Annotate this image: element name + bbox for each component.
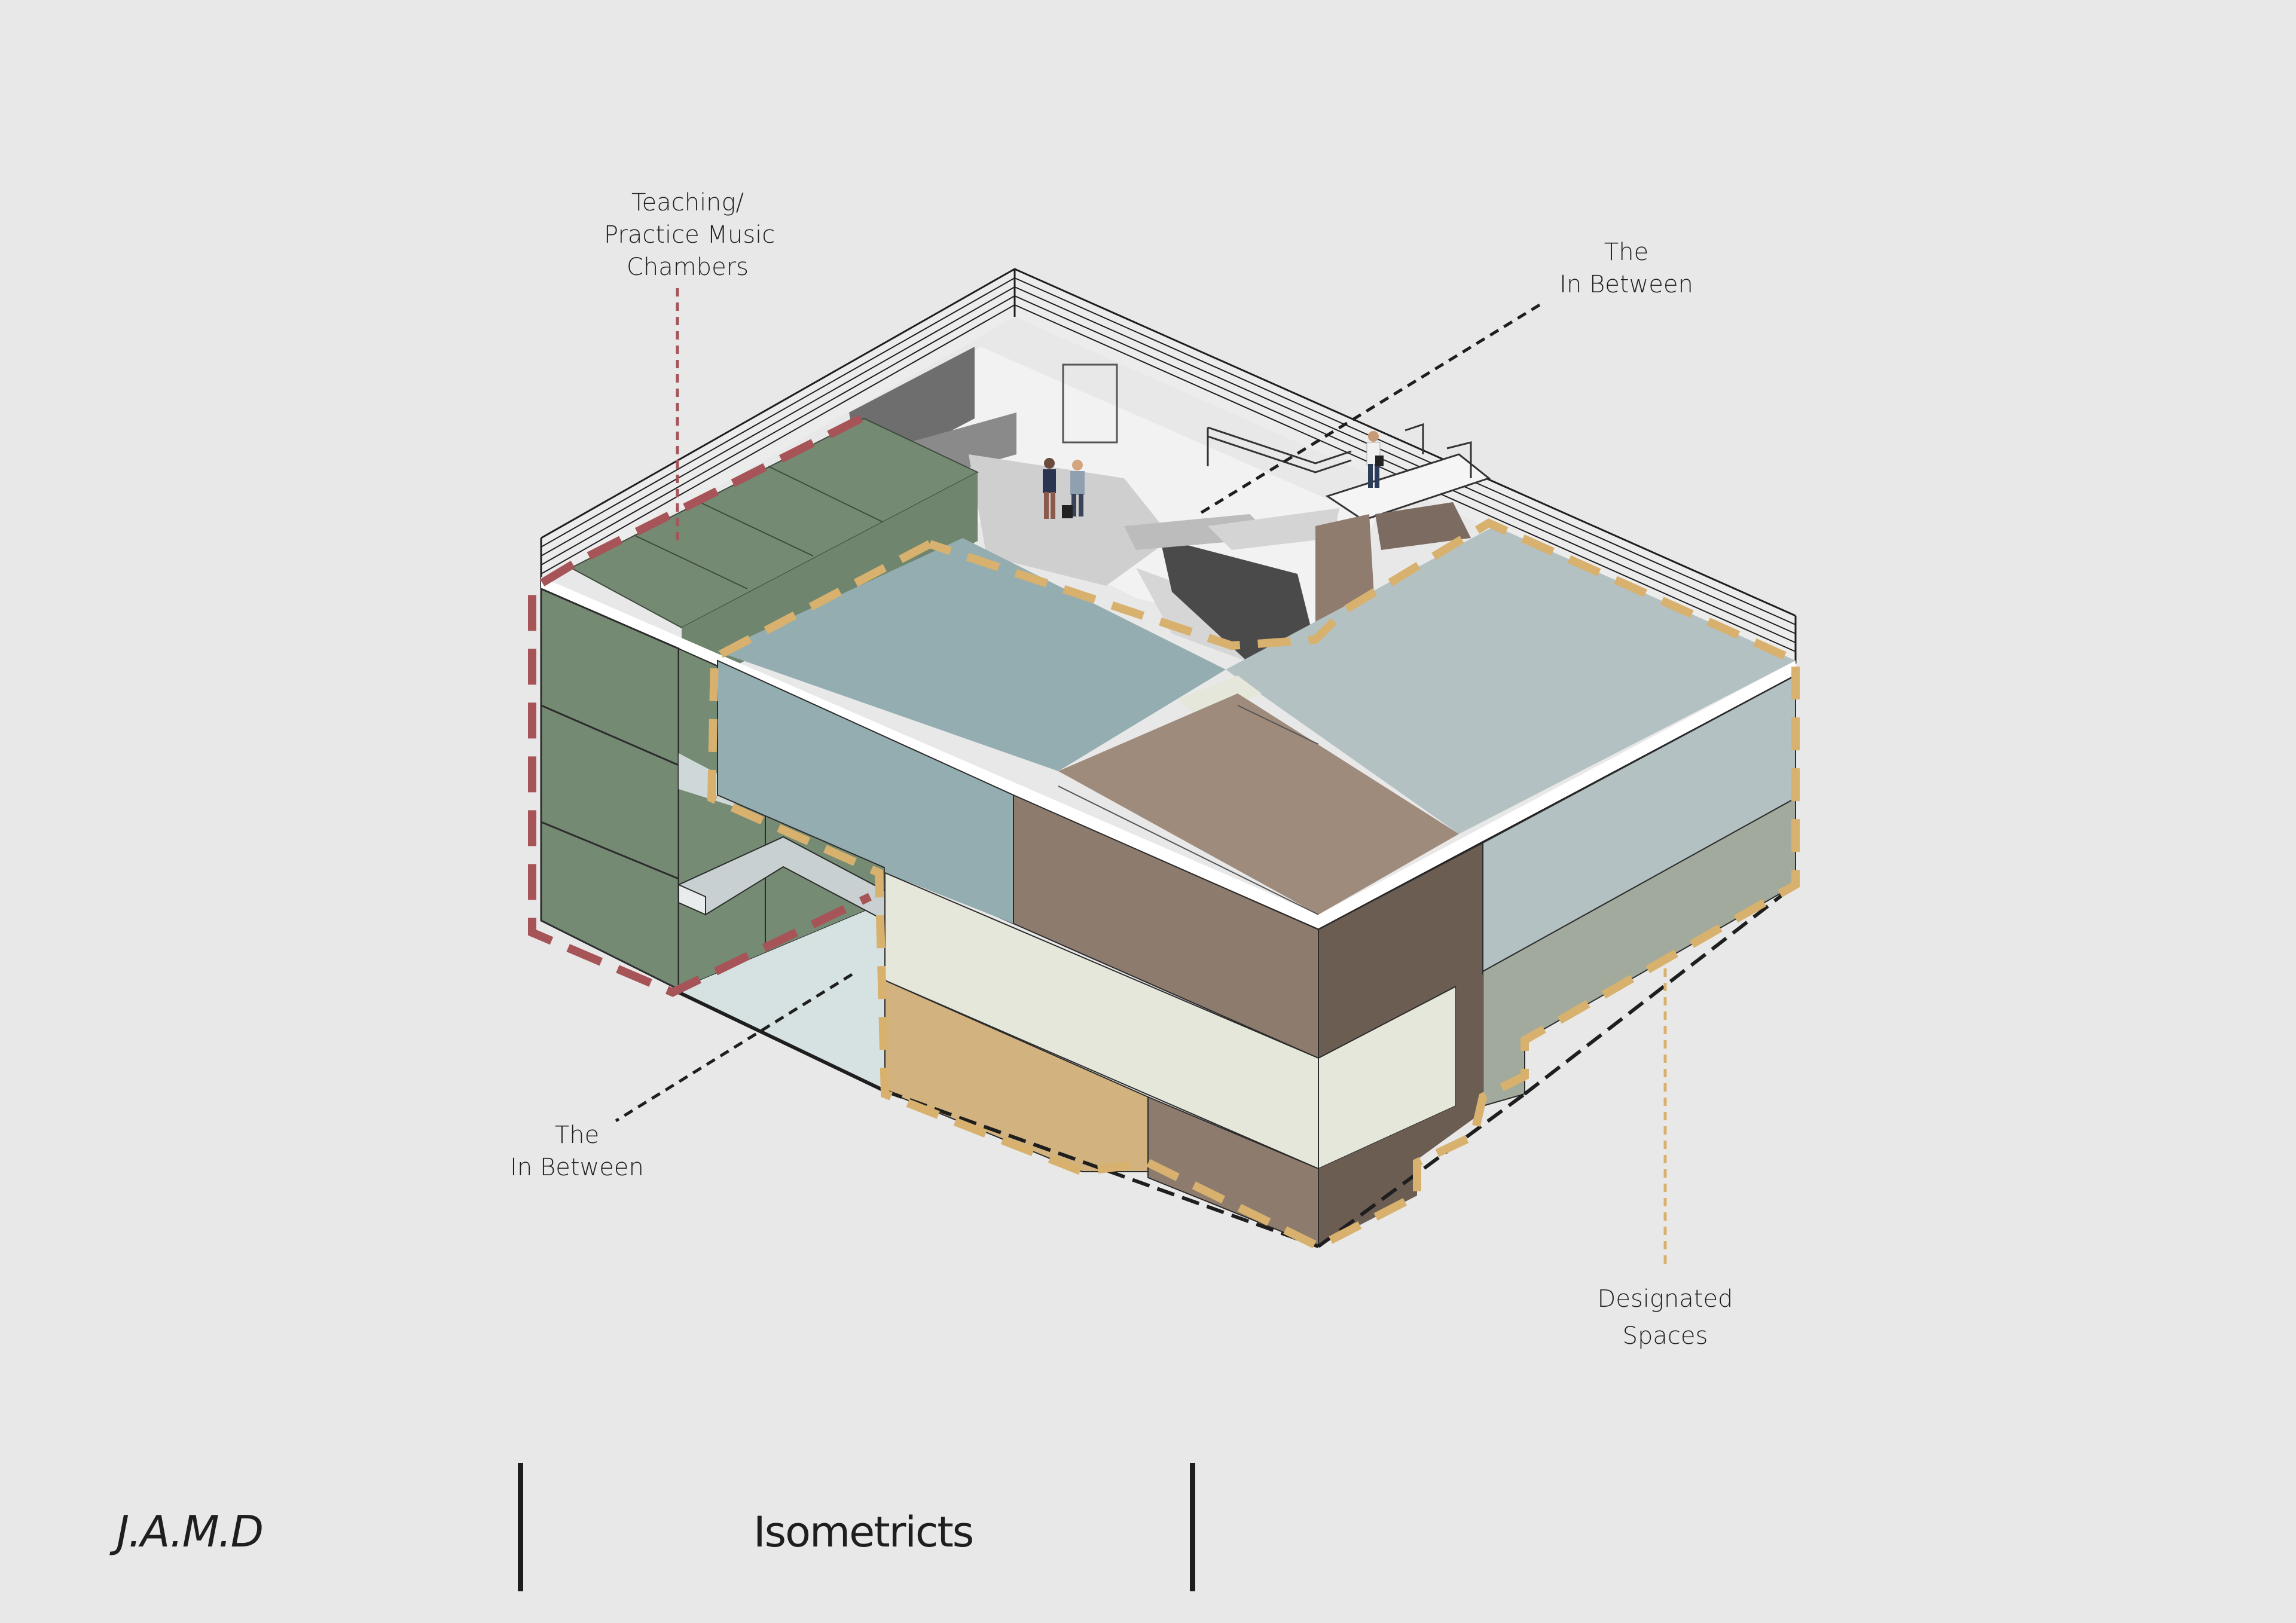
label-in-between-top-line-2: In Between (1559, 271, 1693, 298)
label-in-between-bottom: The In Between (496, 1119, 658, 1184)
person-figure-2 (1062, 460, 1085, 518)
balcony (1325, 453, 1491, 521)
people-figures (1043, 431, 1384, 519)
label-in-between-top-line-1: The (1604, 239, 1649, 266)
label-in-between-bottom-line-2: In Between (510, 1154, 644, 1181)
leader-in-between-bottom (615, 973, 853, 1123)
front-facade (717, 659, 1797, 1248)
door (1062, 363, 1118, 444)
label-designated-line-1: Designated (1597, 1285, 1733, 1313)
label-in-between-bottom-line-1: The (554, 1121, 600, 1149)
label-designated-spaces: Designated Spaces (1584, 1280, 1746, 1355)
label-teaching-line-1: Teaching/ (631, 189, 744, 216)
footer-divider-2 (1190, 1463, 1195, 1591)
back-parapet (540, 268, 1797, 664)
in-between-void (677, 836, 886, 1093)
label-designated-line-2: Spaces (1622, 1322, 1708, 1350)
footer-divider-1 (518, 1463, 523, 1591)
void-opening (1160, 538, 1315, 664)
brand-logo-text: J.A.M.D (117, 1506, 264, 1557)
leader-in-between-top (1198, 303, 1541, 516)
label-teaching-line-2: Practice Music (604, 221, 775, 249)
courtyard-floor (969, 454, 1172, 586)
person-figure-1 (1043, 458, 1056, 519)
designated-spaces-outline (707, 518, 1800, 1251)
person-figure-3 (1366, 431, 1384, 488)
teaching-chambers-outline (528, 414, 872, 997)
column-block (1315, 514, 1375, 622)
label-teaching-line-3: Chambers (626, 253, 749, 281)
railing (1207, 435, 1352, 473)
page-title: Isometricts (753, 1508, 974, 1557)
label-teaching-chambers: Teaching/ Practice Music Chambers (604, 187, 775, 283)
label-in-between-top: The In Between (1546, 236, 1707, 301)
roof-volumes (718, 526, 1796, 915)
